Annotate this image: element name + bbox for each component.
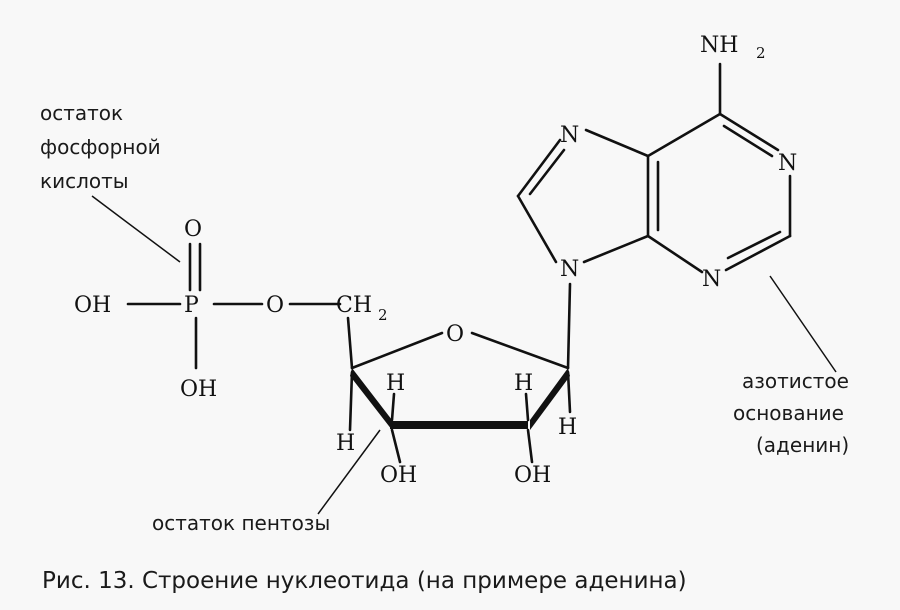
bond-c8-n7 — [516, 138, 562, 198]
atom-o-top: O — [184, 217, 202, 242]
pentose-label: остаток пентозы — [152, 511, 330, 535]
atom-ch-subscript: 2 — [378, 306, 388, 324]
figure-caption: Рис. 13. Строение нуклеотида (на примере… — [42, 568, 687, 594]
bond-c2-n3-inner — [726, 230, 782, 260]
bond-c3-h — [390, 392, 396, 422]
atom-p: P — [184, 293, 199, 318]
atom-oh-left: OH — [74, 293, 111, 318]
bond-c4-o — [350, 331, 444, 370]
bond-c1-h — [566, 370, 572, 414]
atom-oh-bottom: OH — [180, 377, 217, 402]
atom-oh-c2: OH — [514, 463, 551, 488]
bond-c2-n3 — [724, 234, 792, 272]
bond-c5-c6 — [646, 112, 722, 158]
base-label-line-2: основание — [733, 401, 844, 425]
bond-c2-h — [524, 392, 530, 422]
leader-lines — [91, 195, 837, 515]
annotation-phosphate: остаток фосфорной кислоты — [40, 101, 161, 193]
bond-c3-oh — [390, 428, 402, 464]
adenine-bonds — [516, 62, 792, 274]
bond-c6-n1 — [718, 112, 780, 152]
atom-o-ring: O — [446, 322, 464, 347]
atom-oh-c3: OH — [380, 463, 417, 488]
bond-c6-n1-inner — [722, 124, 774, 158]
atom-h-c3: H — [386, 371, 405, 396]
pentose-ring — [346, 282, 572, 464]
bond-n3-c4 — [646, 234, 704, 274]
bond-c2-oh — [526, 428, 534, 464]
bond-c4-n9 — [582, 234, 650, 264]
atom-n3: N — [702, 267, 721, 292]
wedge-c1-c2 — [530, 368, 570, 430]
phosphate-label-line-1: остаток — [40, 101, 123, 125]
leader-pentose — [317, 429, 381, 515]
bond-n7-c5 — [584, 128, 650, 158]
wedge-c4-c3 — [350, 368, 392, 430]
atom-nh-subscript: 2 — [756, 44, 766, 62]
atom-n9: N — [560, 257, 579, 282]
leader-phosphate — [91, 195, 181, 263]
atom-o-ester: O — [266, 293, 284, 318]
bond-o-c1 — [470, 331, 570, 370]
base-label-line-3: (аденин) — [756, 433, 849, 457]
bond-n9-c8 — [516, 194, 558, 264]
atom-h-c1: H — [558, 415, 577, 440]
phosphate-label-line-2: фосфорной — [40, 135, 161, 159]
bond-c8-n7-inner — [528, 148, 566, 196]
atom-ch: CH — [336, 293, 372, 318]
atom-nh: NH — [700, 33, 738, 58]
atom-labels: OH P O OH O CH 2 O H H H H OH OH N N N N… — [74, 33, 797, 488]
leader-base — [769, 275, 837, 373]
bond-c1-n9 — [566, 282, 572, 370]
base-label-line-1: азотистое — [742, 369, 849, 393]
annotation-base: азотистое основание (аденин) — [733, 369, 849, 457]
atom-n1: N — [778, 151, 797, 176]
atom-n7: N — [560, 123, 579, 148]
bond-c4-h — [348, 370, 354, 432]
atom-h-c4: H — [336, 431, 355, 456]
phosphate-bonds — [126, 242, 342, 370]
atom-h-c2: H — [514, 371, 533, 396]
bond-ch2-c4 — [346, 316, 354, 370]
phosphate-label-line-3: кислоты — [40, 169, 129, 193]
